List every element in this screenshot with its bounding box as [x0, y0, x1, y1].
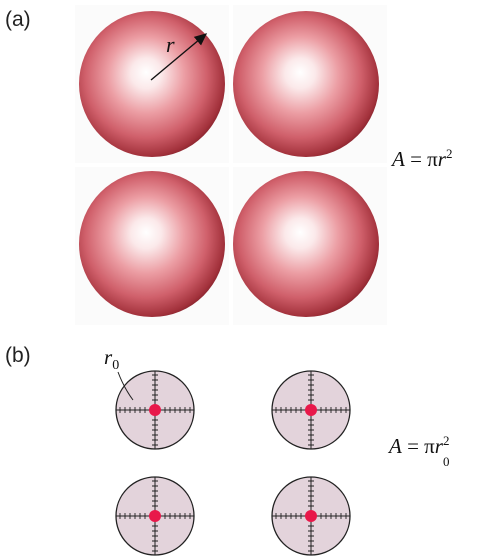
- nucleus-dot: [305, 404, 317, 416]
- sphere-top-left: [79, 11, 225, 157]
- nucleus-dot: [149, 404, 161, 416]
- disk-top-right: [272, 371, 350, 449]
- disk-bottom-left: [116, 477, 194, 555]
- disk-top-left: [116, 371, 194, 449]
- sphere-bottom-left: [79, 171, 225, 317]
- radius-label: r: [166, 32, 175, 57]
- sphere-top-right: [233, 11, 379, 157]
- nucleus-dot: [305, 510, 317, 522]
- r0-label: r0: [104, 345, 119, 373]
- sphere-bottom-right: [233, 171, 379, 317]
- nucleus-disks: [116, 371, 350, 555]
- nucleus-dot: [149, 510, 161, 522]
- formula-a: A = πr2: [392, 146, 452, 172]
- disk-bottom-right: [272, 477, 350, 555]
